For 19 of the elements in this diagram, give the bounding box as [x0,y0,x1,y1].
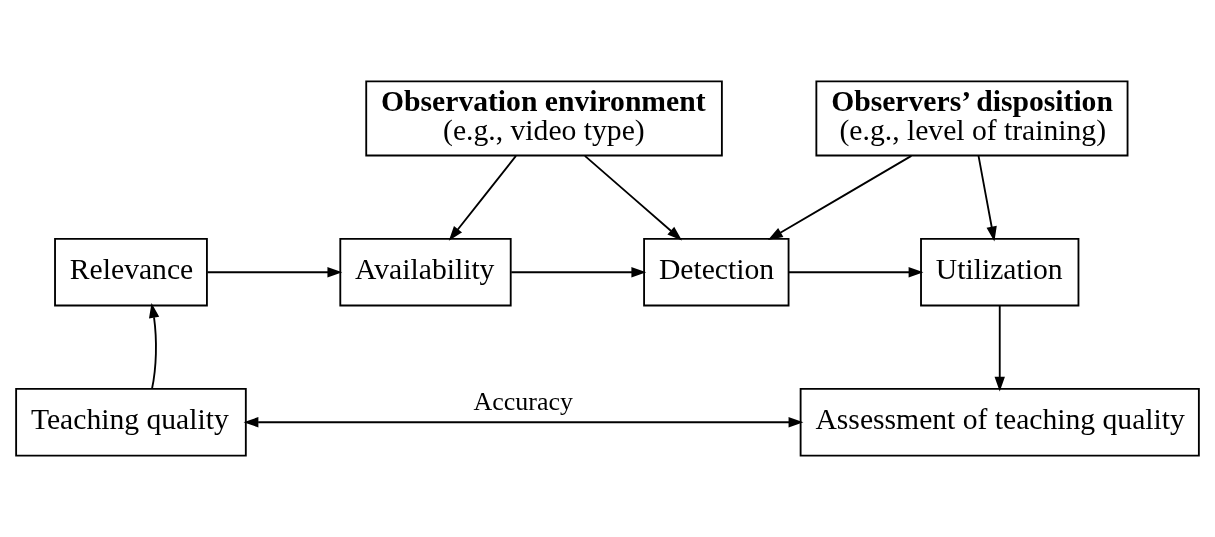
arrow [243,417,804,428]
arrow [767,154,913,241]
arrow [510,267,647,278]
node-box: Availability [339,237,512,307]
node-box: Relevance [54,237,208,307]
arrow [448,154,517,241]
arrow [148,303,160,390]
node-box: Observers’ disposition (e.g., level of training) [815,80,1129,157]
node-box: Utilization [920,237,1080,307]
node-box: Observation environment (e.g., video type) [365,80,723,157]
arrow [994,304,1005,392]
node-box: Assessment of teaching quality [799,387,1200,457]
arrow [583,154,682,241]
node-box: Teaching quality [15,387,247,457]
arrow [977,154,997,242]
node-box: Detection [643,237,790,307]
arrow [206,267,343,278]
edge-label: Accuracy [473,386,573,416]
arrow [787,267,924,278]
